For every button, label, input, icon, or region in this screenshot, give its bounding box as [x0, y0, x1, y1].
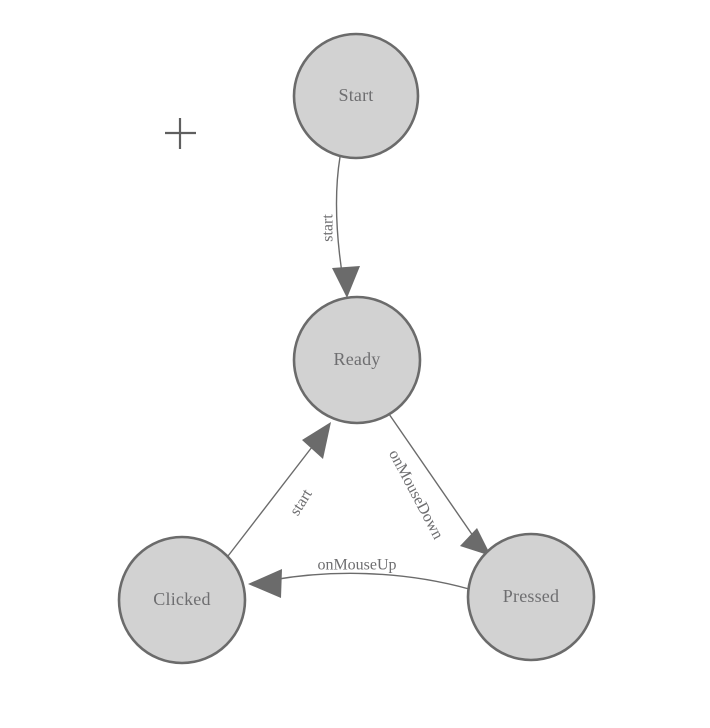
- node-start-label: Start: [339, 85, 374, 105]
- edge-clicked-to-ready[interactable]: start: [227, 422, 331, 557]
- node-pressed[interactable]: Pressed: [466, 532, 596, 662]
- node-pressed-circle[interactable]: [466, 532, 596, 662]
- edge-start-to-ready[interactable]: start: [320, 156, 360, 298]
- node-ready[interactable]: Ready: [292, 295, 422, 425]
- arrowhead-clicked-to-ready: [302, 422, 331, 459]
- node-clicked-circle[interactable]: [117, 535, 247, 665]
- plus-crosshair-icon[interactable]: [165, 118, 196, 149]
- node-pressed-label: Pressed: [503, 586, 559, 606]
- node-start[interactable]: Start: [292, 32, 420, 160]
- edge-label-clicked-to-ready: start: [287, 486, 316, 519]
- edge-path-start-to-ready[interactable]: [335, 156, 345, 287]
- arrowhead-start-to-ready: [332, 266, 360, 298]
- edge-path-clicked-to-ready[interactable]: [227, 446, 313, 557]
- node-start-circle[interactable]: [292, 32, 420, 160]
- edge-ready-to-pressed[interactable]: onMouseDown: [385, 413, 491, 556]
- edge-label-ready-to-pressed: onMouseDown: [385, 447, 446, 542]
- arrowhead-pressed-to-clicked: [248, 569, 282, 598]
- edge-label-start-to-ready: start: [320, 214, 337, 242]
- edge-label-pressed-to-clicked: onMouseUp: [317, 557, 396, 574]
- node-ready-label: Ready: [334, 349, 381, 369]
- node-ready-circle[interactable]: [292, 295, 422, 425]
- node-clicked[interactable]: Clicked: [117, 535, 247, 665]
- arrowhead-ready-to-pressed: [460, 528, 491, 556]
- edge-pressed-to-clicked[interactable]: onMouseUp: [248, 557, 470, 598]
- edge-path-ready-to-pressed[interactable]: [388, 413, 481, 547]
- edge-path-pressed-to-clicked[interactable]: [271, 572, 470, 590]
- node-clicked-label: Clicked: [153, 589, 210, 609]
